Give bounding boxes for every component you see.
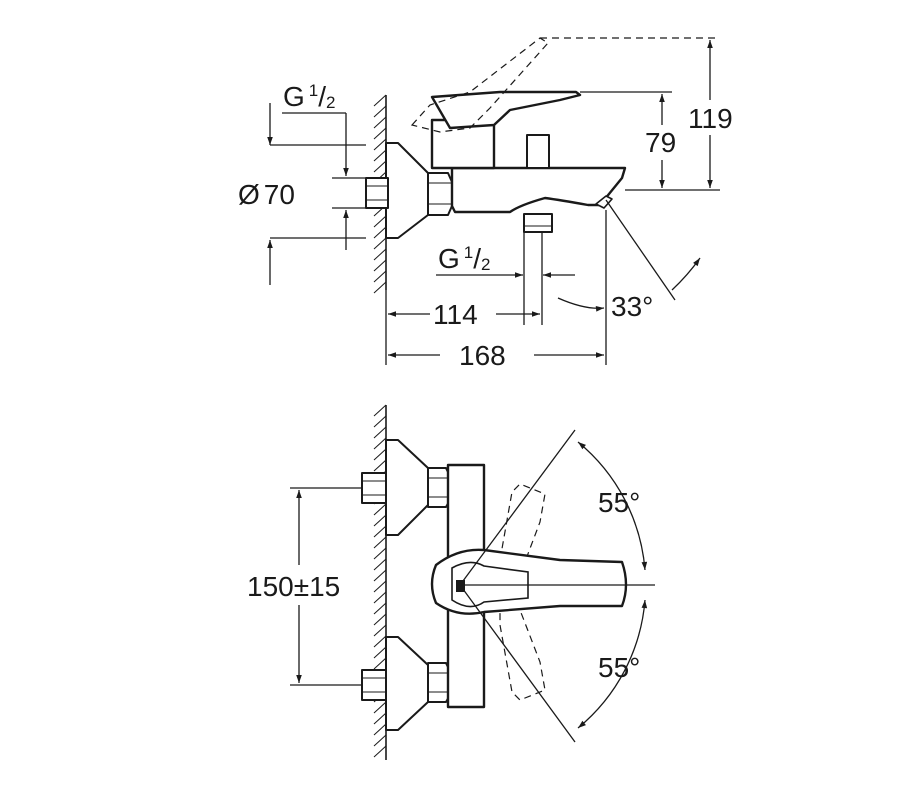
connector-lower	[361, 669, 387, 701]
connector-upper	[361, 472, 387, 504]
dim-168: 168	[459, 340, 506, 371]
dim-150: 150±15	[247, 571, 340, 602]
diverter-outlet	[523, 213, 553, 233]
rosette-upper	[385, 439, 429, 536]
rosette	[385, 142, 429, 239]
dim-79: 79	[645, 127, 676, 158]
spout-outlet	[595, 195, 613, 209]
angle-dim-33	[557, 199, 701, 312]
horizontal-dims	[385, 210, 607, 365]
dim-114: 114	[433, 299, 478, 330]
angle-upper-55: 55°	[598, 487, 640, 518]
lever-handle-top[interactable]	[430, 548, 628, 615]
lever-rotated-down	[499, 604, 546, 701]
angle-guides	[459, 429, 655, 743]
angle-lower-55: 55°	[598, 652, 640, 683]
thread-dim-top	[267, 103, 366, 285]
thread-dim-bottom	[436, 232, 575, 325]
wall-top	[373, 404, 387, 760]
rosette-lower	[385, 636, 429, 731]
diverter-knob[interactable]	[526, 134, 550, 169]
dim-119: 119	[688, 103, 733, 134]
lever-raised-outline	[410, 37, 549, 133]
wall-connector	[365, 177, 389, 209]
top-view: 55° 55° 150±15	[247, 404, 655, 760]
angle-33: 33°	[611, 291, 653, 322]
lever-inner	[451, 561, 529, 608]
lever-handle[interactable]	[430, 90, 582, 130]
spacing-dim	[290, 487, 362, 686]
mixer-body	[450, 166, 627, 214]
hex-nut	[427, 172, 453, 216]
hex-nut-upper	[427, 467, 451, 508]
hex-nut-lower	[427, 662, 451, 703]
vertical-dims	[580, 40, 720, 191]
